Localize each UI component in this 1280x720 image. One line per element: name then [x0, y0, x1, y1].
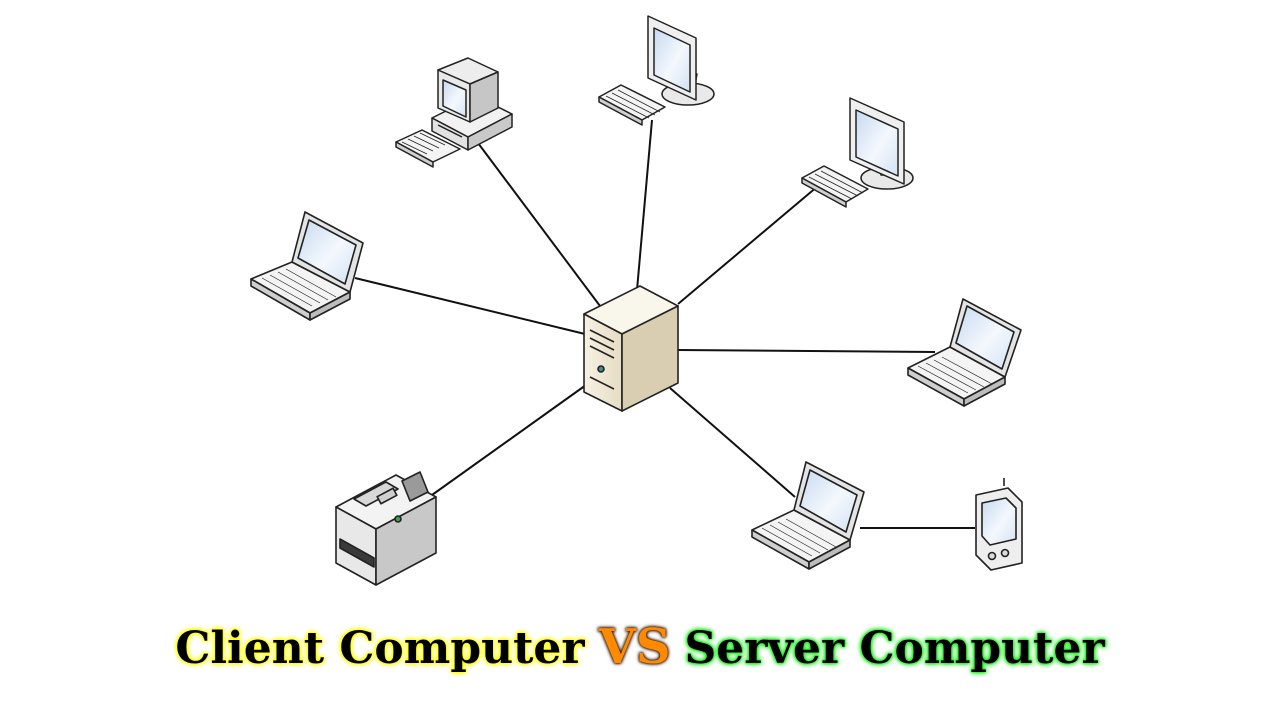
link-printer [424, 384, 587, 501]
caption-vs: VS [598, 619, 671, 675]
server-tower-icon [583, 285, 679, 412]
link-desktop-pc [477, 142, 601, 307]
link-laptop-right [677, 349, 936, 353]
link-monitor-top [636, 119, 653, 291]
caption-title: Client Computer VS Server Computer [0, 612, 1280, 682]
laptop-icon [250, 211, 364, 321]
network-links [354, 119, 975, 529]
desktop-monitor-icon [598, 15, 715, 126]
desktop-pc-icon [395, 57, 513, 168]
caption-server-computer: Server Computer [684, 623, 1105, 674]
link-laptop-left [354, 277, 586, 335]
laptop-icon [907, 298, 1022, 407]
printer-icon [335, 471, 437, 586]
link-monitor-right [677, 185, 819, 305]
pda-icon [975, 478, 1023, 571]
laptop-icon [751, 461, 865, 570]
caption-client-computer: Client Computer [175, 623, 585, 674]
link-laptop-bottom [669, 387, 796, 498]
desktop-monitor-icon [801, 97, 914, 208]
